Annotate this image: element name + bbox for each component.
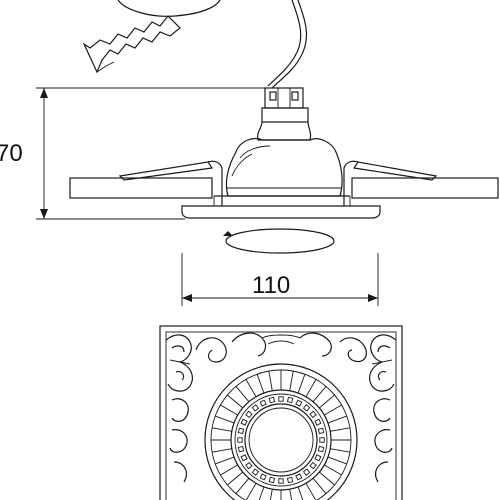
fleur-ornament-right (369, 334, 397, 392)
cutout-label: 110 (252, 272, 290, 299)
ray-line (220, 464, 238, 476)
bead (240, 418, 248, 426)
scroll-ornaments-top (195, 332, 367, 363)
ray-line (235, 478, 250, 494)
bead (237, 427, 245, 435)
scroll-ornaments-sides (169, 398, 393, 483)
trim-flange (181, 195, 381, 219)
bead (245, 410, 253, 419)
ray-line (312, 386, 327, 402)
bead (237, 445, 245, 453)
driver-box (82, 0, 221, 74)
ray-line (330, 427, 350, 432)
ray-line (305, 483, 317, 500)
cutout-dimension: 110 (181, 253, 379, 306)
ray-line (269, 489, 273, 500)
bead (317, 427, 325, 435)
ray-line (327, 415, 347, 424)
bead (245, 461, 253, 470)
ray-line (305, 379, 317, 397)
decorative-front-view (159, 325, 403, 500)
ray-line (297, 486, 304, 500)
bead (278, 396, 284, 402)
spring-clips (118, 160, 438, 206)
ray-line (256, 374, 265, 394)
ray-line (212, 427, 232, 432)
ray-line (330, 448, 350, 453)
bead (240, 454, 248, 462)
ray-line (268, 371, 273, 391)
ray-line (327, 456, 347, 465)
bead (314, 454, 322, 462)
bead (319, 437, 325, 443)
bead (268, 476, 276, 484)
bead-ring (237, 396, 325, 484)
ray-line (297, 374, 306, 394)
ray-line (289, 371, 294, 391)
height-label: 70 (0, 140, 23, 167)
bead (286, 396, 294, 404)
bead (268, 396, 276, 404)
bead (251, 404, 260, 412)
bead (286, 476, 294, 484)
ray-line (212, 448, 232, 453)
mr16-lamp (225, 107, 343, 197)
fleur-ornament-left (165, 334, 193, 392)
bead (309, 410, 317, 419)
bead (317, 445, 325, 453)
ray-line (235, 386, 250, 402)
ray-line (245, 379, 257, 397)
height-dimension: 70 (0, 87, 265, 220)
bead (259, 399, 267, 407)
ray-line (220, 404, 238, 416)
bead (237, 437, 243, 443)
ray-line (312, 478, 327, 494)
ray-line (324, 464, 342, 476)
ray-line (319, 394, 335, 409)
bead (295, 399, 303, 407)
ray-line (227, 394, 243, 409)
bead (302, 404, 311, 412)
ray-line (324, 404, 342, 416)
ray-line (215, 415, 235, 424)
bead (314, 418, 322, 426)
bead (309, 461, 317, 470)
bead (302, 468, 311, 476)
ray-line (245, 483, 257, 500)
power-cable (267, 0, 308, 89)
ray-line (319, 471, 335, 486)
bead (251, 468, 260, 476)
bead (295, 473, 303, 481)
ray-line (215, 456, 235, 465)
radial-rays (211, 370, 351, 500)
lamp-socket (264, 87, 304, 109)
ray-line (258, 486, 265, 500)
cutout-hole (223, 228, 335, 254)
bead (259, 473, 267, 481)
ray-line (227, 471, 243, 486)
ray-line (289, 489, 293, 500)
bead (278, 478, 284, 484)
